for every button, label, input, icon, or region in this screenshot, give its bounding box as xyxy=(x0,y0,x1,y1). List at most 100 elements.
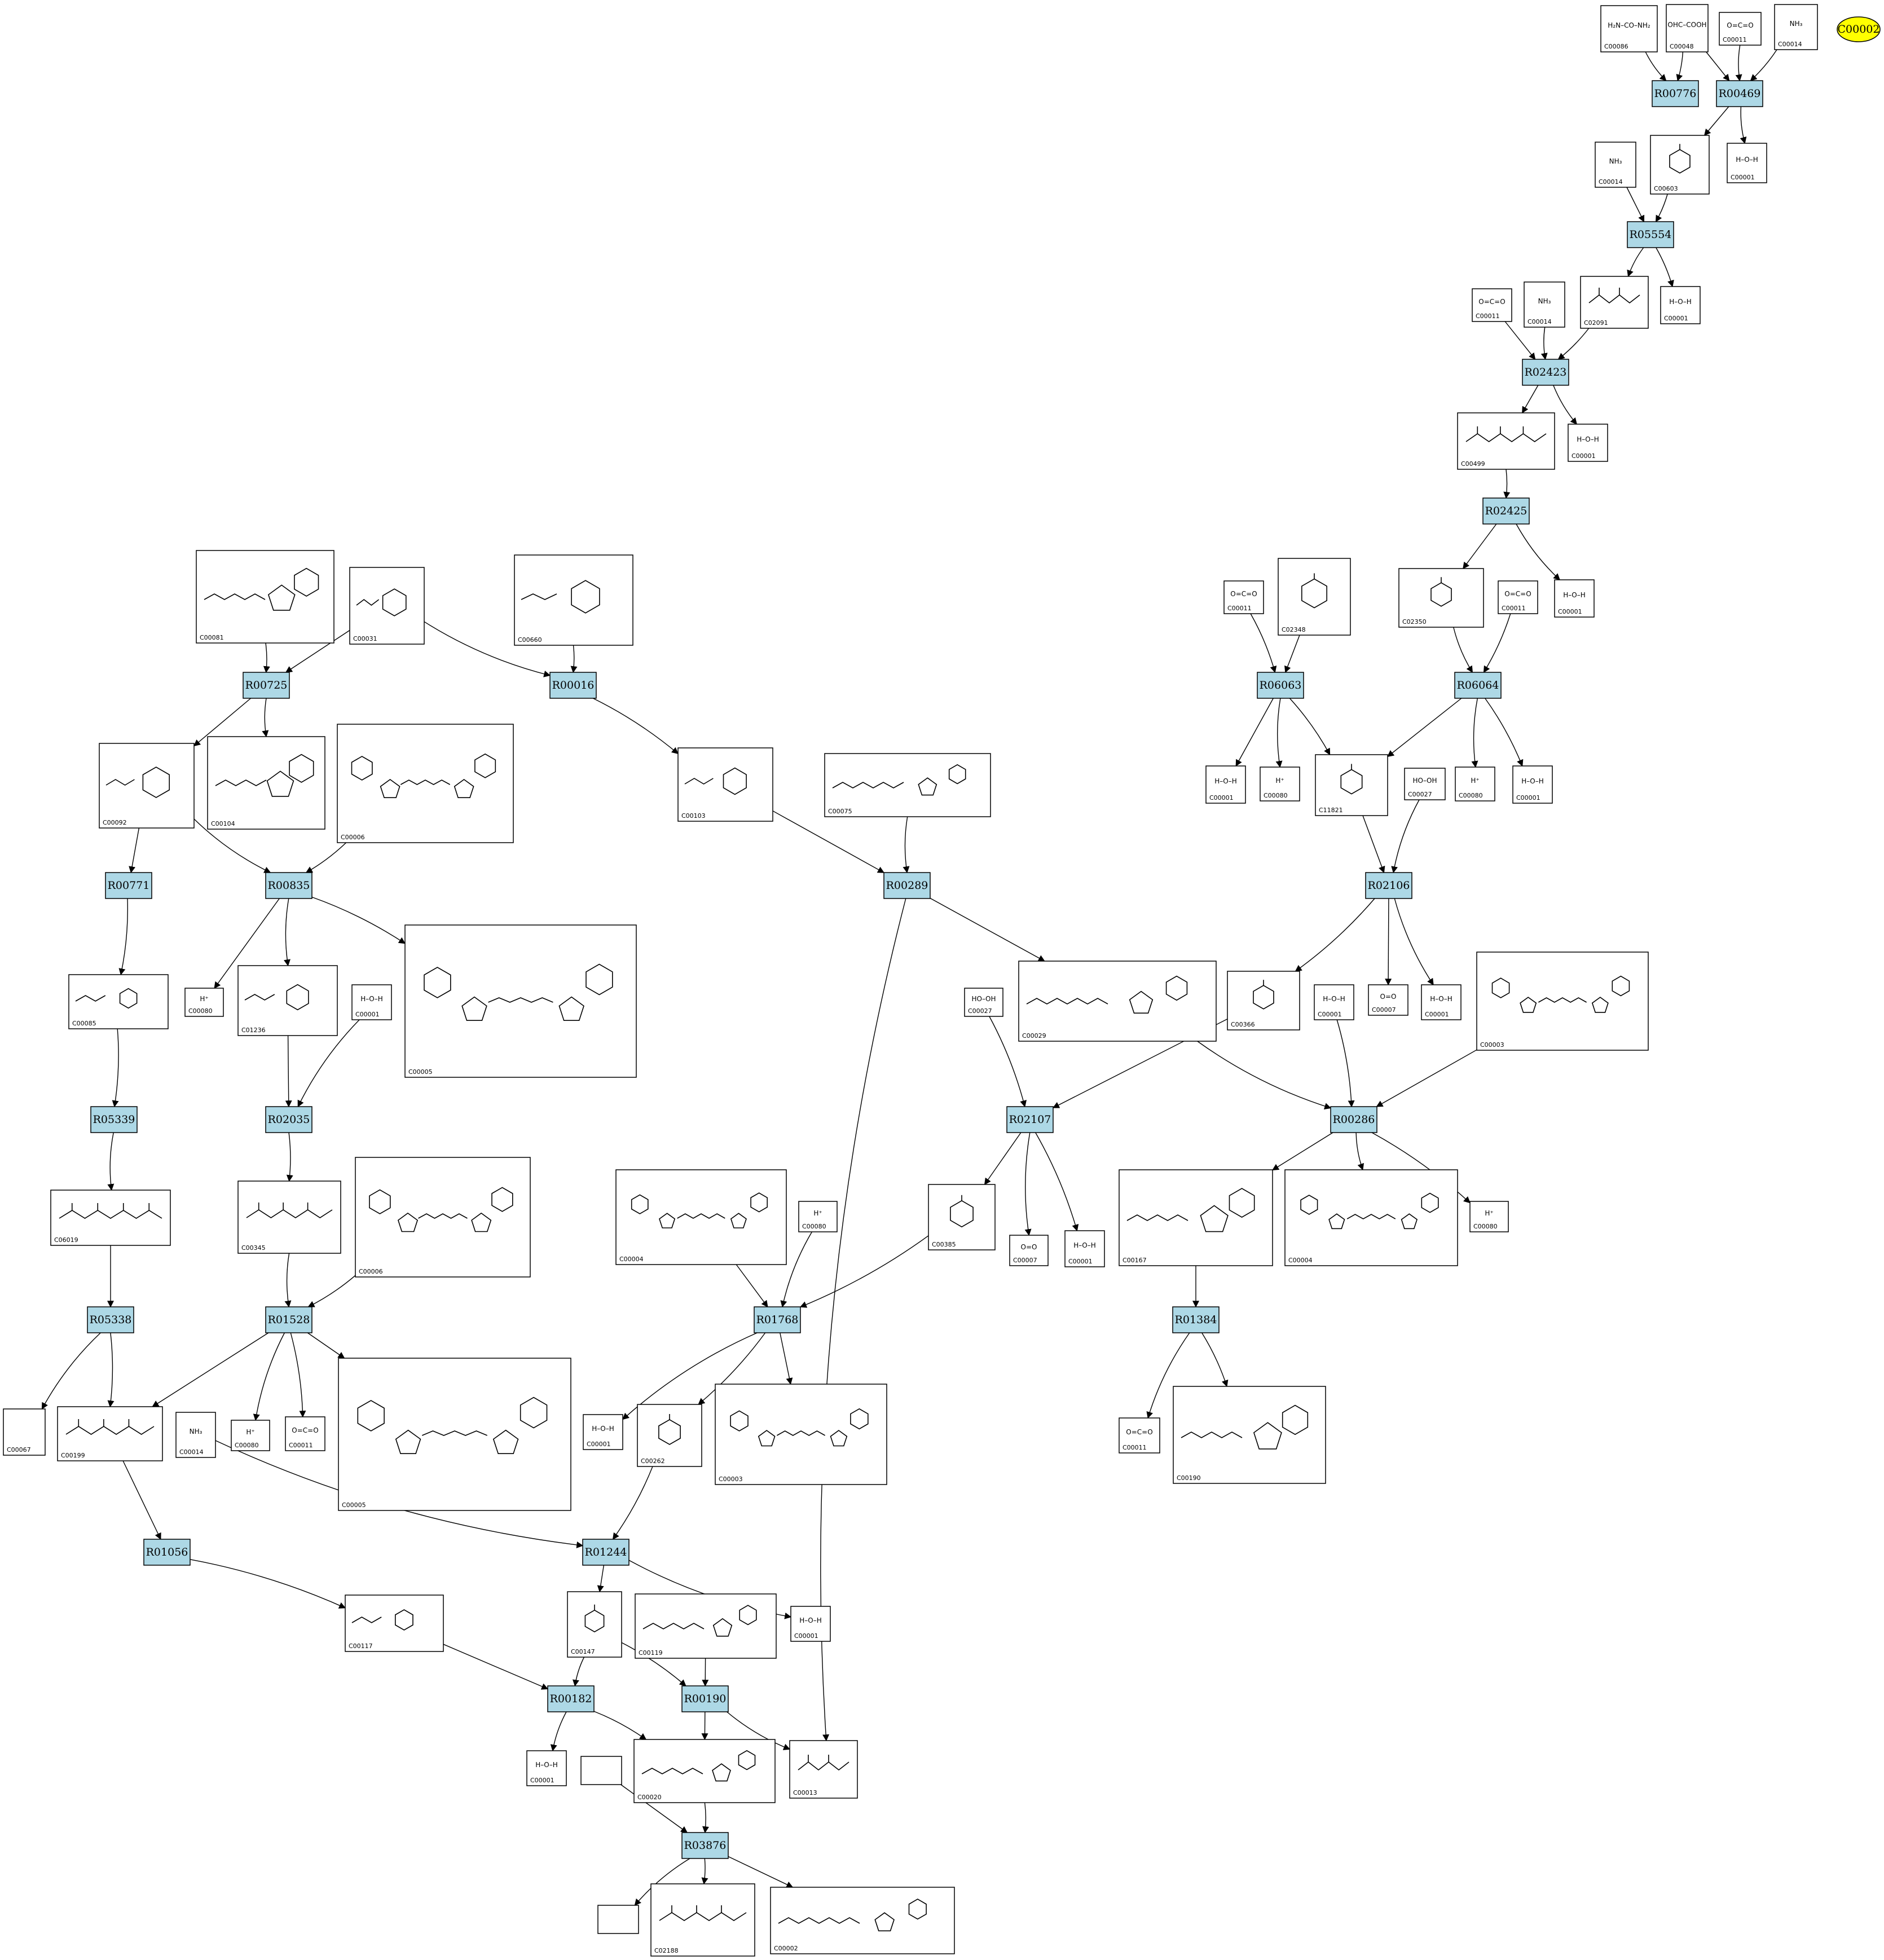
reaction-R03876[interactable]: R03876 xyxy=(681,1832,729,1859)
compound-placeholder-0[interactable] xyxy=(580,1756,622,1785)
reaction-R00776[interactable]: R00776 xyxy=(1652,80,1699,107)
compound-C00345[interactable]: C00345 xyxy=(237,1181,341,1254)
compound-C00002[interactable]: C00002 xyxy=(770,1887,955,1954)
compound-C00080[interactable]: H⁺C00080 xyxy=(1455,767,1495,801)
reaction-R00286[interactable]: R00286 xyxy=(1330,1106,1377,1133)
compound-C02348[interactable]: C02348 xyxy=(1278,558,1351,636)
compound-C00119[interactable]: C00119 xyxy=(635,1593,777,1659)
compound-C00167[interactable]: C00167 xyxy=(1119,1169,1273,1266)
compound-C00104[interactable]: C00104 xyxy=(207,736,325,830)
compound-C01236[interactable]: C01236 xyxy=(237,965,338,1036)
compound-C00029[interactable]: C00029 xyxy=(1018,961,1217,1042)
compound-C00366[interactable]: C00366 xyxy=(1227,971,1300,1030)
compound-C00004[interactable]: C00004 xyxy=(615,1169,787,1265)
compound-C00147[interactable]: C00147 xyxy=(567,1591,622,1658)
compound-C00003[interactable]: C00003 xyxy=(715,1384,887,1485)
compound-C00006[interactable]: C00006 xyxy=(355,1157,531,1278)
compound-C00385[interactable]: C00385 xyxy=(928,1184,996,1250)
reaction-R05554[interactable]: R05554 xyxy=(1627,221,1674,248)
compound-C00081[interactable]: C00081 xyxy=(196,550,334,644)
compound-C00006[interactable]: C00006 xyxy=(337,724,514,843)
compound-C06019[interactable]: C06019 xyxy=(50,1190,171,1246)
compound-placeholder-1[interactable] xyxy=(597,1905,639,1934)
reaction-R06063[interactable]: R06063 xyxy=(1257,672,1304,699)
reaction-R00289[interactable]: R00289 xyxy=(883,872,931,899)
reaction-R01056[interactable]: R01056 xyxy=(143,1539,191,1566)
compound-C00003[interactable]: C00003 xyxy=(1476,952,1649,1051)
reaction-R01384[interactable]: R01384 xyxy=(1172,1306,1220,1333)
compound-C00075[interactable]: C00075 xyxy=(824,753,991,817)
reaction-R02106[interactable]: R02106 xyxy=(1365,872,1412,899)
reaction-R02423[interactable]: R02423 xyxy=(1522,359,1569,386)
compound-C00190[interactable]: C00190 xyxy=(1173,1386,1326,1484)
reaction-R02425[interactable]: R02425 xyxy=(1482,497,1530,525)
compound-C00080[interactable]: H⁺C00080 xyxy=(1260,767,1300,801)
compound-C00004[interactable]: C00004 xyxy=(1284,1169,1458,1266)
reaction-R01244[interactable]: R01244 xyxy=(582,1539,630,1566)
compound-C00603[interactable]: C00603 xyxy=(1650,135,1710,195)
compound-C00031[interactable]: C00031 xyxy=(349,567,425,645)
reaction-R00771[interactable]: R00771 xyxy=(105,872,152,899)
compound-C00103[interactable]: C00103 xyxy=(677,747,773,822)
reaction-R00016[interactable]: R00016 xyxy=(549,672,597,699)
start-node[interactable]: C00002 xyxy=(1837,16,1881,42)
reaction-R02035[interactable]: R02035 xyxy=(265,1106,312,1133)
compound-C00092[interactable]: C00092 xyxy=(99,743,195,829)
compound-C00499[interactable]: C00499 xyxy=(1457,412,1555,470)
compound-C00199[interactable]: C00199 xyxy=(57,1406,163,1461)
reaction-R06064[interactable]: R06064 xyxy=(1454,672,1502,699)
compound-C00080[interactable]: H⁺C00080 xyxy=(1469,1201,1509,1232)
compound-C00080[interactable]: H⁺C00080 xyxy=(231,1420,270,1451)
reaction-R01528[interactable]: R01528 xyxy=(265,1306,312,1333)
compound-C00005[interactable]: C00005 xyxy=(338,1358,571,1511)
reaction-R00469[interactable]: R00469 xyxy=(1716,80,1763,107)
reaction-R00190[interactable]: R00190 xyxy=(681,1685,729,1712)
compound-C00067[interactable]: C00067 xyxy=(3,1408,46,1456)
reaction-R05339[interactable]: R05339 xyxy=(90,1106,138,1133)
reaction-R02107[interactable]: R02107 xyxy=(1006,1106,1054,1133)
compound-C00117[interactable]: C00117 xyxy=(345,1595,444,1652)
reaction-R00182[interactable]: R00182 xyxy=(547,1685,595,1712)
reaction-R01768[interactable]: R01768 xyxy=(754,1306,801,1333)
compound-C11821[interactable]: C11821 xyxy=(1315,754,1388,816)
compound-C00020[interactable]: C00020 xyxy=(633,1739,776,1803)
compound-C02091[interactable]: C02091 xyxy=(1580,276,1649,329)
compound-C00013[interactable]: C00013 xyxy=(789,1740,858,1799)
compound-C02350[interactable]: C02350 xyxy=(1398,568,1484,628)
compound-C00262[interactable]: C00262 xyxy=(637,1404,702,1467)
reaction-R00835[interactable]: R00835 xyxy=(265,872,312,899)
compound-C00080[interactable]: H⁺C00080 xyxy=(184,988,224,1017)
reaction-R00725[interactable]: R00725 xyxy=(243,672,290,699)
compound-C00660[interactable]: C00660 xyxy=(514,554,633,646)
compound-C00085[interactable]: C00085 xyxy=(68,974,169,1029)
compound-C00080[interactable]: H⁺C00080 xyxy=(798,1201,838,1232)
